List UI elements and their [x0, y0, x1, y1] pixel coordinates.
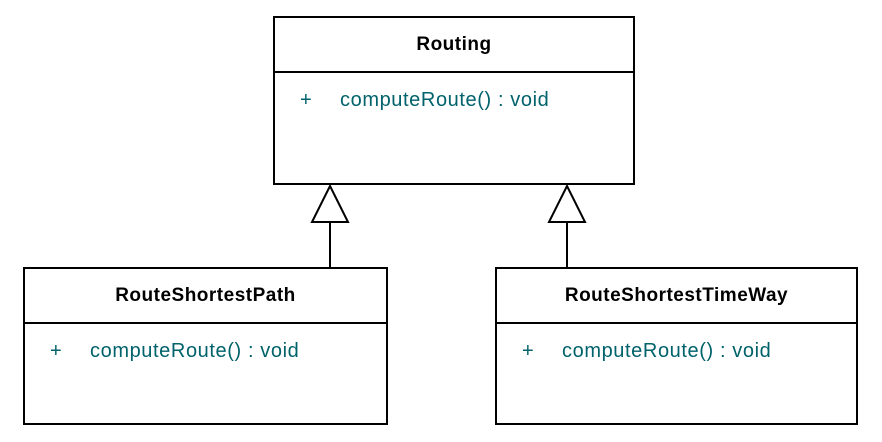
class-name-route-shortest-path: RouteShortestPath [115, 284, 296, 306]
class-title-compartment: RouteShortestTimeWay [497, 269, 856, 324]
method-row: + computeRoute() : void [50, 340, 376, 363]
class-title-compartment: Routing [275, 18, 633, 73]
class-name-route-shortest-timeway: RouteShortestTimeWay [564, 284, 789, 306]
class-title-compartment: RouteShortestPath [25, 269, 386, 324]
method-signature: computeRoute() : void [90, 340, 300, 362]
method-row: + computeRoute() : void [522, 340, 846, 363]
method-row: + computeRoute() : void [300, 89, 623, 112]
method-visibility: + [50, 340, 63, 362]
class-name-routing: Routing [416, 33, 492, 55]
class-methods-compartment: + computeRoute() : void [25, 324, 386, 423]
class-box-route-shortest-path: RouteShortestPath + computeRoute() : voi… [23, 267, 388, 425]
generalization-arrow-shortest-path [310, 183, 350, 267]
class-box-route-shortest-timeway: RouteShortestTimeWay + computeRoute() : … [495, 267, 858, 425]
class-methods-compartment: + computeRoute() : void [497, 324, 856, 423]
method-visibility: + [300, 89, 313, 111]
method-signature: computeRoute() : void [562, 340, 772, 362]
method-visibility: + [522, 340, 535, 362]
generalization-arrow-shortest-timeway [547, 183, 587, 267]
class-methods-compartment: + computeRoute() : void [275, 73, 633, 183]
hollow-triangle-icon [310, 183, 350, 223]
hollow-triangle-icon [547, 183, 587, 223]
class-box-routing: Routing + computeRoute() : void [273, 16, 635, 185]
method-signature: computeRoute() : void [340, 89, 550, 111]
